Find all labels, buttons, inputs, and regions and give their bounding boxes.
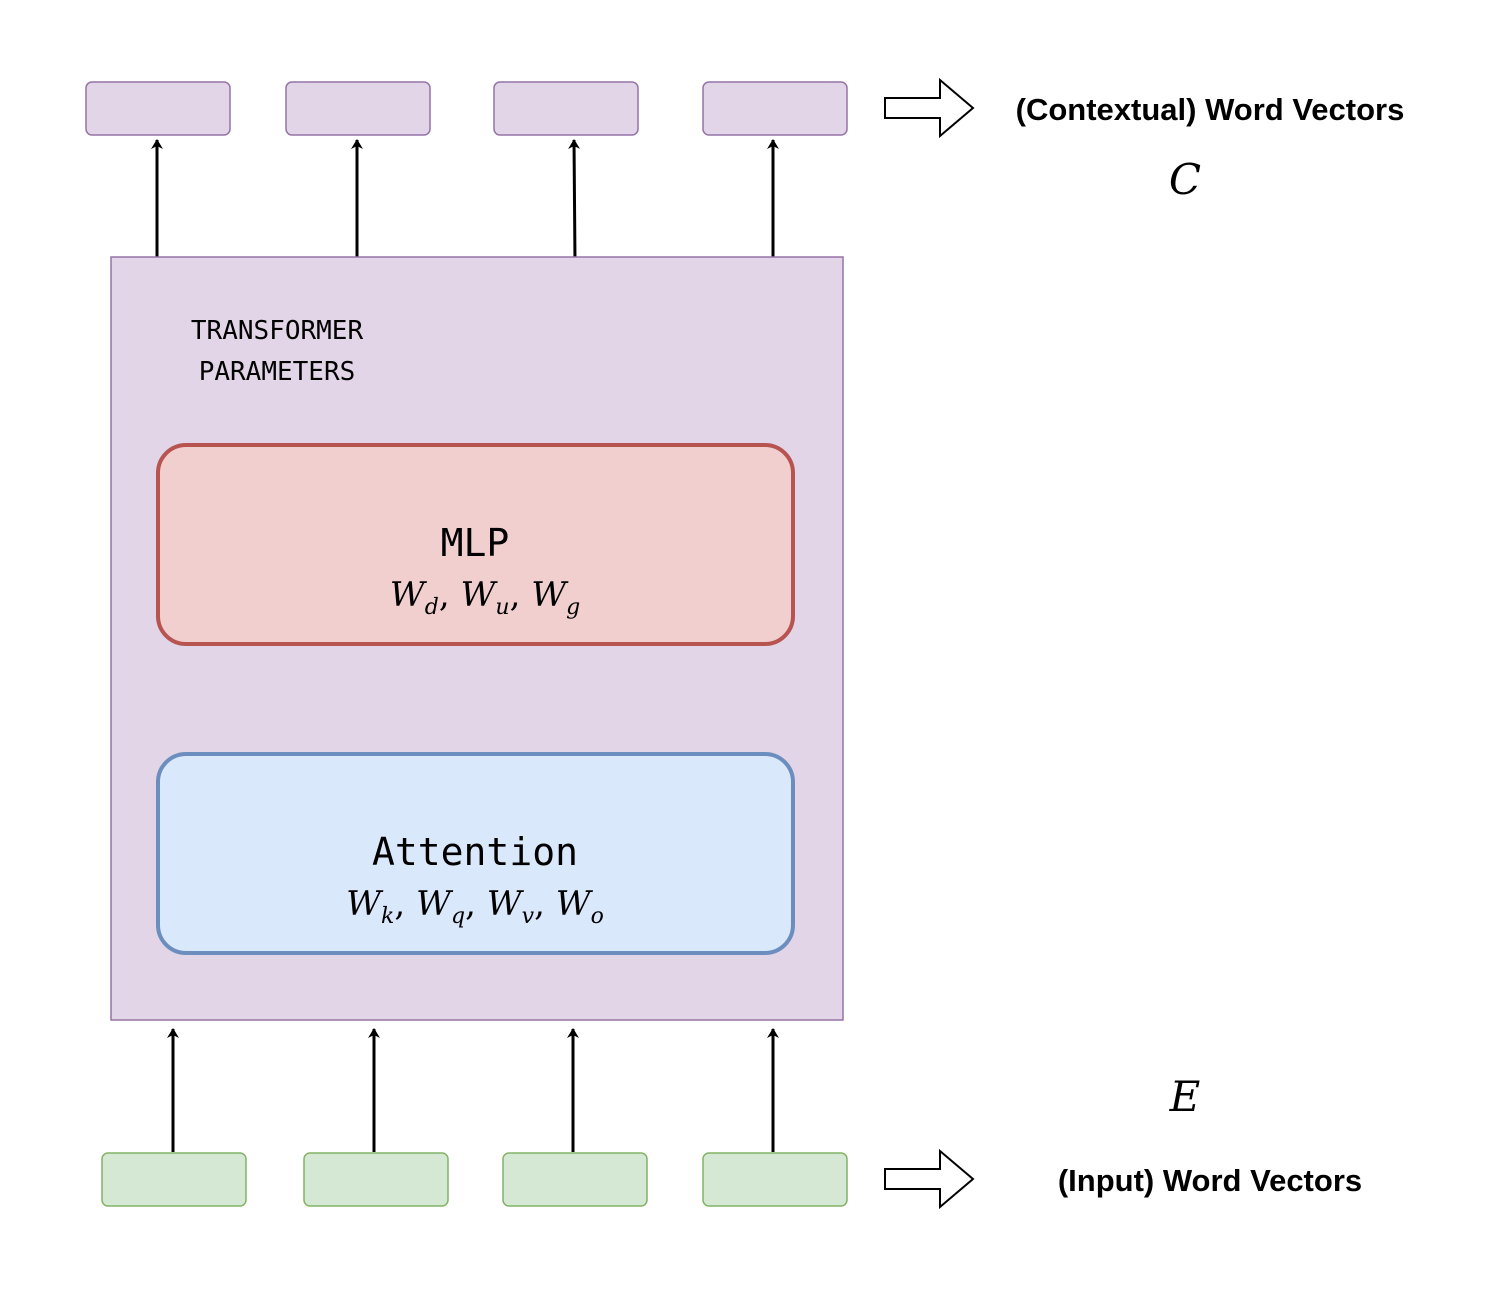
input-vector-box bbox=[702, 1152, 848, 1207]
input-label: (Input) Word Vectors bbox=[1058, 1163, 1362, 1198]
output-arrows bbox=[151, 139, 779, 263]
input-vector-group bbox=[101, 1152, 848, 1207]
hollow-right-arrow-icon bbox=[884, 77, 975, 139]
attention-weight-base: W bbox=[416, 884, 454, 924]
mlp-weight-base: W bbox=[390, 575, 428, 615]
input-vector-box bbox=[303, 1152, 449, 1207]
output-symbol: C bbox=[1169, 155, 1201, 204]
mlp-weight-subscript: u bbox=[495, 595, 509, 620]
output-vector-box bbox=[285, 81, 431, 136]
input-symbol: E bbox=[1169, 1072, 1201, 1121]
attention-weight-subscript: o bbox=[591, 904, 604, 929]
attention-weight-subscript: k bbox=[381, 904, 394, 929]
attention-weight-subscript: q bbox=[451, 904, 465, 929]
output-vector-box bbox=[85, 81, 231, 136]
mlp-block bbox=[156, 443, 795, 646]
input-vector-box bbox=[502, 1152, 648, 1207]
mlp-weights: Wd, Wu, Wg bbox=[390, 575, 580, 620]
output-arrow bbox=[568, 139, 581, 263]
mlp-weight-subscript: g bbox=[566, 595, 580, 620]
mlp-weight-subscript: d bbox=[425, 595, 439, 620]
output-label: (Contextual) Word Vectors bbox=[1016, 92, 1405, 127]
output-vector-box bbox=[493, 81, 639, 136]
transformer-label-line2: PARAMETERS bbox=[199, 357, 356, 387]
transformer-label-line1: TRANSFORMER bbox=[191, 316, 364, 346]
attention-weight-base: W bbox=[346, 884, 384, 924]
output-vector-group bbox=[85, 81, 848, 136]
input-vector-box bbox=[101, 1152, 247, 1207]
attention-weights: Wk, Wq, Wv, Wo bbox=[346, 884, 604, 929]
mlp-weight-base: W bbox=[531, 575, 569, 615]
mlp-title: MLP bbox=[441, 521, 510, 565]
attention-title: Attention bbox=[372, 830, 578, 874]
attention-weight-base: W bbox=[487, 884, 525, 924]
attention-weight-subscript: v bbox=[522, 904, 535, 929]
output-vector-box bbox=[702, 81, 848, 136]
mlp-weight-base: W bbox=[460, 575, 498, 615]
attention-block bbox=[156, 752, 795, 955]
hollow-right-arrow-icon bbox=[884, 1148, 975, 1210]
input-arrows bbox=[167, 1028, 779, 1152]
attention-weight-base: W bbox=[556, 884, 594, 924]
